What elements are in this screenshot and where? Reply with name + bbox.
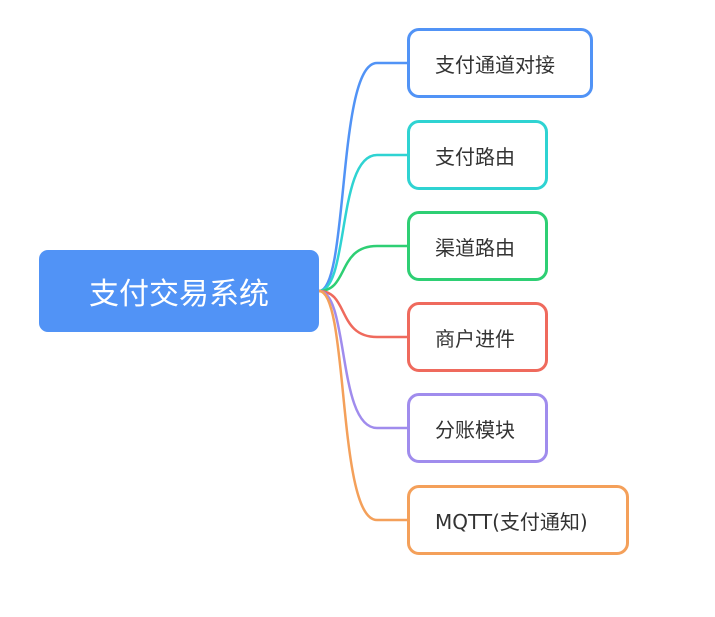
root-topic-label: 支付交易系统 — [89, 277, 269, 312]
subtopic-split-settlement[interactable]: 分账模块 — [407, 393, 548, 463]
subtopic-label: 渠道路由 — [435, 235, 515, 260]
subtopic-label: 支付通道对接 — [435, 52, 555, 77]
root-topic[interactable]: 支付交易系统 — [39, 250, 319, 332]
subtopic-label: 分账模块 — [435, 417, 515, 442]
connector-line — [317, 153, 409, 293]
subtopic-label: MQTT(支付通知) — [435, 509, 588, 534]
subtopic-payment-channel-integration[interactable]: 支付通道对接 — [407, 28, 593, 98]
subtopic-label: 商户进件 — [435, 326, 515, 351]
connector-line — [317, 289, 409, 430]
subtopic-payment-routing[interactable]: 支付路由 — [407, 120, 548, 190]
connector-line — [317, 289, 409, 339]
subtopic-label: 支付路由 — [435, 144, 515, 169]
connector-line — [317, 61, 409, 293]
subtopic-merchant-onboarding[interactable]: 商户进件 — [407, 302, 548, 372]
subtopic-channel-routing[interactable]: 渠道路由 — [407, 211, 548, 281]
subtopic-mqtt-notification[interactable]: MQTT(支付通知) — [407, 485, 629, 555]
connector-line — [317, 244, 409, 293]
connector-line — [317, 289, 409, 522]
